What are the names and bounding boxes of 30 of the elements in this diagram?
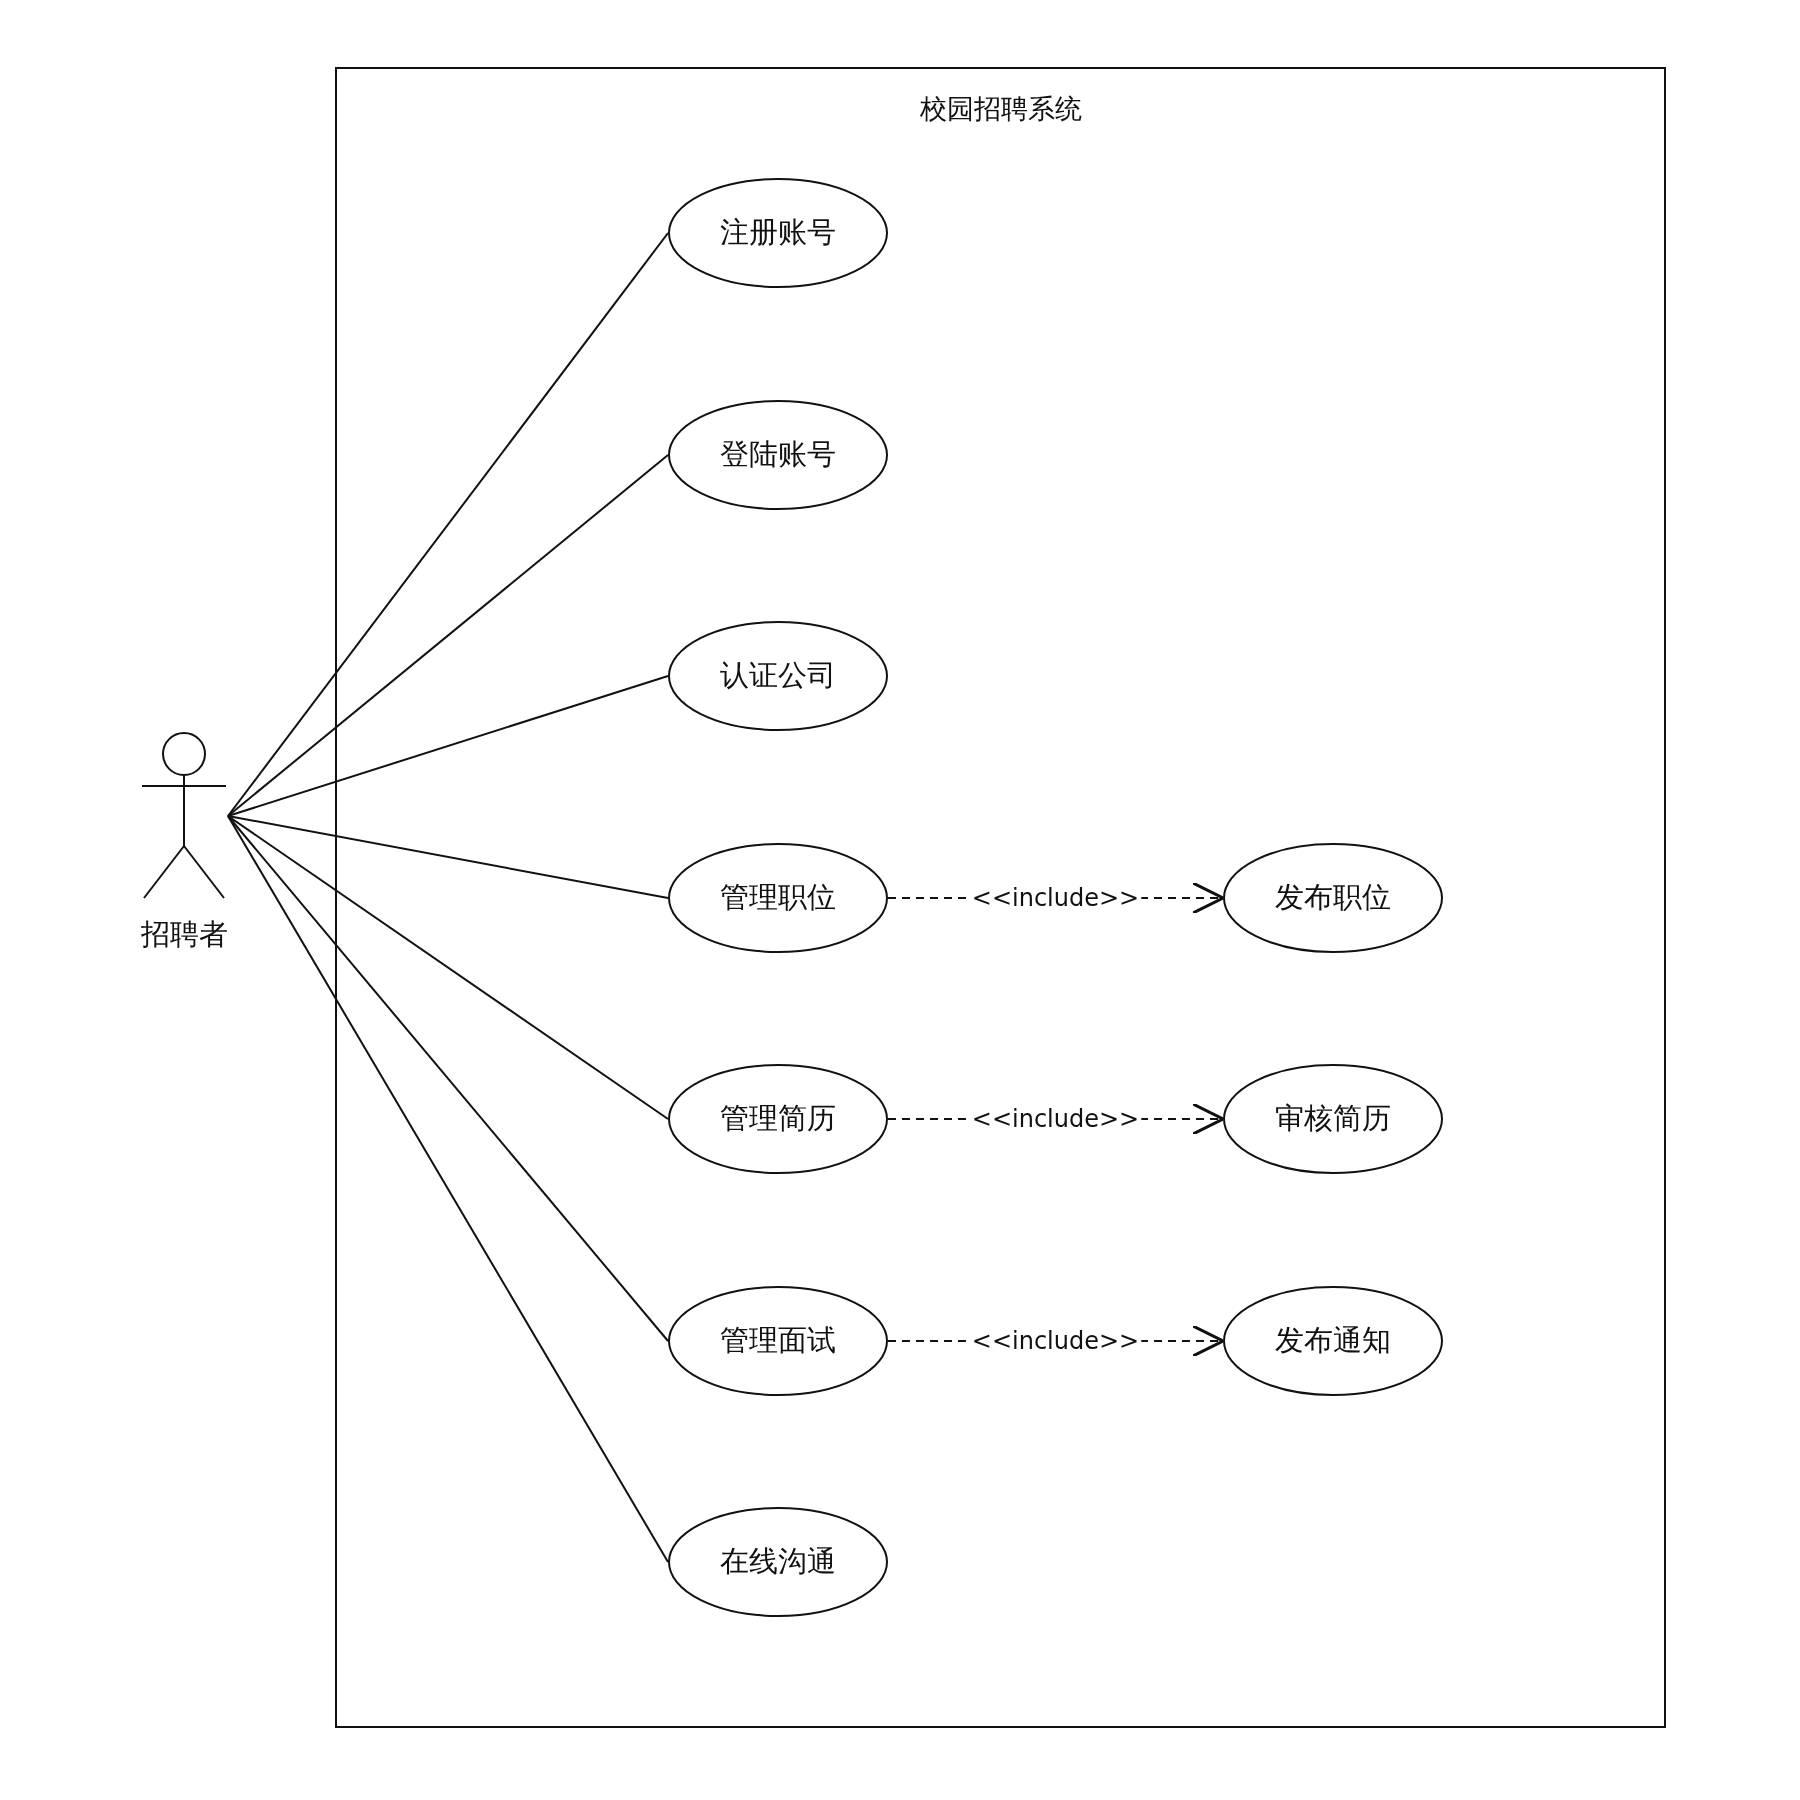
use-case-label: 在线沟通 (719, 1543, 837, 1580)
association-line (227, 454, 669, 817)
use-case-ellipse (668, 621, 888, 731)
use-case-ellipse (1223, 1064, 1443, 1174)
association-line (227, 675, 669, 817)
use-case-label: 管理职位 (719, 879, 837, 916)
use-case-ellipse (668, 178, 888, 288)
use-case-label: 发布通知 (1274, 1322, 1392, 1359)
use-case-ellipse (1223, 1286, 1443, 1396)
use-case-ellipse (668, 400, 888, 510)
association-line (227, 815, 669, 899)
association-line (227, 815, 669, 1120)
association-line (227, 232, 669, 817)
use-case-ellipse (1223, 843, 1443, 953)
use-case-ellipse (668, 843, 888, 953)
use-case-label: 登陆账号 (719, 436, 837, 473)
system-boundary (335, 67, 1666, 1728)
use-case-label: 注册账号 (719, 214, 837, 251)
use-case-label: 审核简历 (1274, 1100, 1392, 1137)
use-case-label: 认证公司 (719, 657, 837, 694)
system-title: 校园招聘系统 (918, 92, 1083, 126)
association-line (227, 815, 669, 1342)
association-line (227, 815, 669, 1563)
actor-label: 招聘者 (139, 916, 229, 953)
use-case-ellipse (668, 1507, 888, 1617)
use-case-label: 发布职位 (1274, 879, 1392, 916)
use-case-label: 管理面试 (719, 1322, 837, 1359)
use-case-label: 管理简历 (719, 1100, 837, 1137)
use-case-ellipse (668, 1064, 888, 1174)
use-case-ellipse (668, 1286, 888, 1396)
